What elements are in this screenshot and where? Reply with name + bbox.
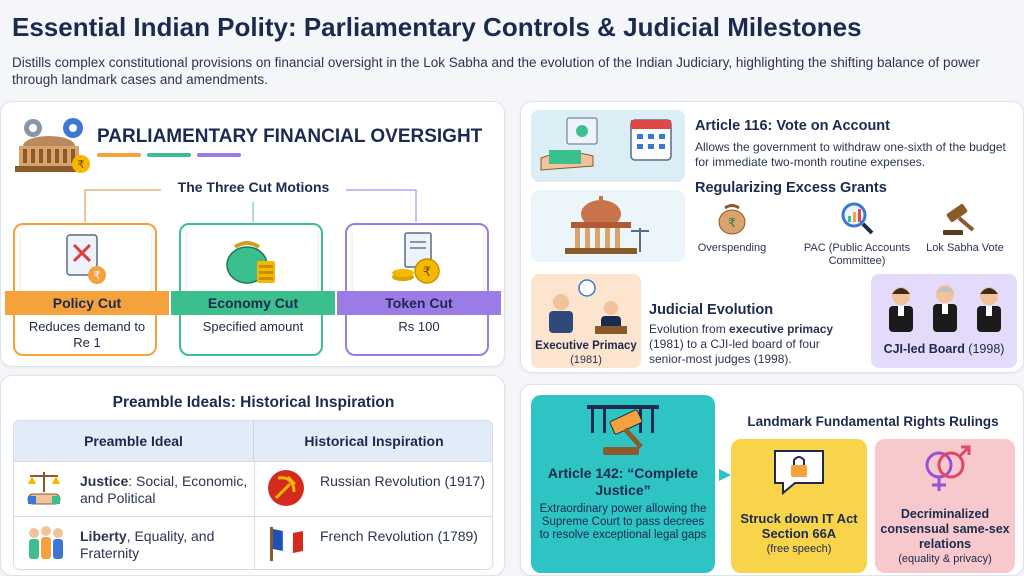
judicial-evolution-title: Judicial Evolution	[649, 302, 774, 318]
gavel-icon	[943, 203, 975, 235]
preamble-title: Preamble Ideals: Historical Inspiration	[112, 394, 395, 411]
money-bag-icon: ₹	[718, 204, 746, 235]
policy-cut-desc: Reduces demand to Re 1	[28, 319, 146, 350]
token-cut-card: ₹ Token Cut Rs 100	[337, 223, 501, 356]
step-overspending: Overspending	[697, 242, 767, 254]
people-group-icon	[29, 526, 63, 559]
gender-symbols-icon	[925, 445, 971, 491]
accent-bar-orange	[97, 153, 141, 157]
judges-icon	[889, 285, 1001, 332]
chat-lock-icon	[774, 450, 824, 496]
same-sex-card	[875, 439, 1015, 573]
cji-board-label: CJI-led Board (1998)	[883, 342, 1005, 356]
accent-bar-green	[147, 153, 191, 157]
executive-primacy-label: Executive Primacy	[535, 340, 637, 352]
it-act-sub: (free speech)	[766, 543, 832, 555]
ideal-liberty: Liberty, Equality, and Fraternity	[80, 528, 250, 562]
ideal-justice: Justice: Social, Economic, and Political	[80, 473, 250, 507]
ideal-liberty-rest: , Equality, and Fraternity	[80, 528, 215, 561]
token-cut-label: Token Cut	[337, 291, 501, 315]
hand-money-calendar-icon	[540, 117, 672, 171]
gavel-court-icon	[587, 405, 659, 455]
step-lok-sabha-vote: Lok Sabha Vote	[926, 242, 1004, 254]
judicial-evolution-desc: Evolution from executive primacy (1981) …	[649, 322, 834, 366]
hammer-sickle-icon	[268, 470, 304, 506]
economy-cut-card: Economy Cut Specified amount	[171, 223, 335, 356]
svg-text:₹: ₹	[423, 265, 431, 280]
preamble-panel: Preamble Ideals: Historical Inspiration …	[0, 375, 505, 576]
column-header-inspiration: Historical Inspiration	[254, 421, 492, 461]
money-bag-icon	[226, 241, 275, 284]
inspiration-french: French Revolution (1789)	[320, 528, 478, 544]
policy-cut-card: ₹ Policy Cut Reduces demand to Re 1	[5, 223, 169, 356]
column-header-ideal: Preamble Ideal	[14, 421, 254, 461]
supreme-court-icon	[565, 196, 649, 254]
page-title: Essential Indian Polity: Parliamentary C…	[12, 12, 862, 42]
budget-judicial-panel: Article 116: Vote on Account Allows the …	[520, 101, 1024, 373]
executive-primacy-year: (1981)	[570, 354, 602, 366]
arrow-right-icon	[719, 469, 731, 481]
same-sex-sub: (equality & privacy)	[898, 553, 992, 565]
cut-connector-lines	[84, 189, 417, 222]
excess-grants-title: Regularizing Excess Grants	[695, 180, 887, 196]
it-act-title: Struck down IT Act Section 66A	[740, 511, 858, 541]
svg-text:₹: ₹	[94, 269, 101, 282]
table-row	[14, 461, 492, 516]
svg-text:₹: ₹	[728, 216, 736, 230]
scales-handshake-icon	[27, 472, 61, 505]
economy-cut-desc: Specified amount	[202, 319, 304, 334]
article-142-desc: Extraordinary power allowing the Supreme…	[539, 503, 707, 541]
svg-text:₹: ₹	[78, 158, 85, 171]
economy-cut-label: Economy Cut	[171, 291, 335, 315]
french-flag-icon	[270, 527, 303, 561]
financial-heading: PARLIAMENTARY FINANCIAL OVERSIGHT	[97, 126, 483, 147]
table-row	[14, 516, 492, 569]
page-subtitle: Distills complex constitutional provisio…	[12, 55, 980, 87]
officials-icon	[549, 279, 627, 334]
magnifier-chart-icon	[841, 202, 874, 235]
ideal-liberty-bold: Liberty	[80, 528, 127, 544]
policy-cut-label: Policy Cut	[5, 291, 169, 315]
article-142-title: Article 142: “Complete Justice”	[547, 465, 699, 498]
financial-oversight-panel: ₹ PARLIAMENTARY FINANCIAL OVERSIGHT The …	[0, 101, 505, 367]
ideal-justice-bold: Justice	[80, 473, 129, 489]
rights-title: Landmark Fundamental Rights Rulings	[747, 414, 999, 429]
cut-motions-title: The Three Cut Motions	[177, 179, 330, 195]
preamble-table: Preamble Ideal Historical Inspiration Ju…	[13, 420, 493, 570]
document-rupee-icon: ₹	[66, 234, 106, 284]
rights-rulings-panel: Article 142: “Complete Justice” Extraord…	[520, 384, 1024, 576]
step-pac: PAC (Public Accounts Committee)	[803, 242, 911, 267]
same-sex-title: Decriminalized consensual same-sex relat…	[880, 507, 1010, 551]
vote-on-account-title: Article 116: Vote on Account	[695, 118, 890, 134]
token-cut-desc: Rs 100	[398, 319, 440, 334]
inspiration-russian: Russian Revolution (1917)	[320, 473, 485, 489]
coins-icon: ₹	[392, 232, 440, 284]
accent-bar-purple	[197, 153, 241, 157]
ideal-justice-rest: : Social, Economic, and Political	[80, 473, 248, 506]
parliament-gears-icon: ₹	[15, 118, 90, 173]
vote-on-account-desc: Allows the government to withdraw one-si…	[695, 140, 1006, 169]
